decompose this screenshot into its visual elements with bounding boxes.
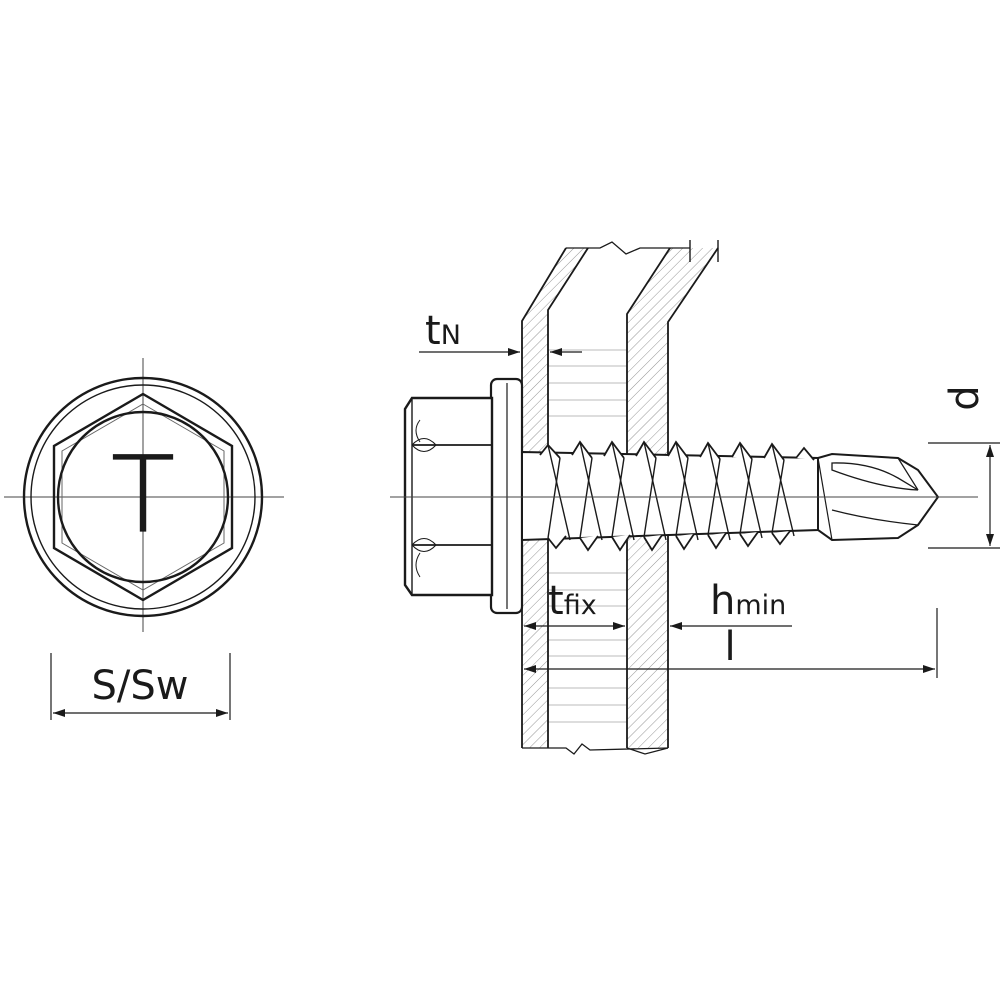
head-face-circle bbox=[56, 410, 230, 584]
panel-right-skin bbox=[627, 248, 718, 748]
sealing-washer bbox=[489, 377, 524, 615]
label-hmin: hmin bbox=[710, 578, 786, 624]
washer-outer-circle bbox=[22, 376, 264, 618]
head-mark: T bbox=[111, 434, 175, 556]
washer-inner-circle bbox=[30, 384, 256, 610]
label-s-sw: S/Sw bbox=[92, 663, 189, 709]
dimension-tn bbox=[419, 340, 582, 372]
hex-outline bbox=[52, 392, 234, 602]
label-d: d bbox=[942, 385, 988, 410]
screw-shank bbox=[521, 440, 819, 552]
label-tn: tN bbox=[425, 308, 461, 354]
hex-chamfer bbox=[61, 403, 225, 591]
label-l: l bbox=[724, 624, 735, 670]
label-tfix: tfix bbox=[548, 578, 597, 624]
head-top-view: T bbox=[4, 358, 284, 632]
dimension-l bbox=[524, 608, 938, 678]
dimension-s-sw bbox=[50, 653, 231, 720]
dimension-d bbox=[928, 442, 1000, 549]
